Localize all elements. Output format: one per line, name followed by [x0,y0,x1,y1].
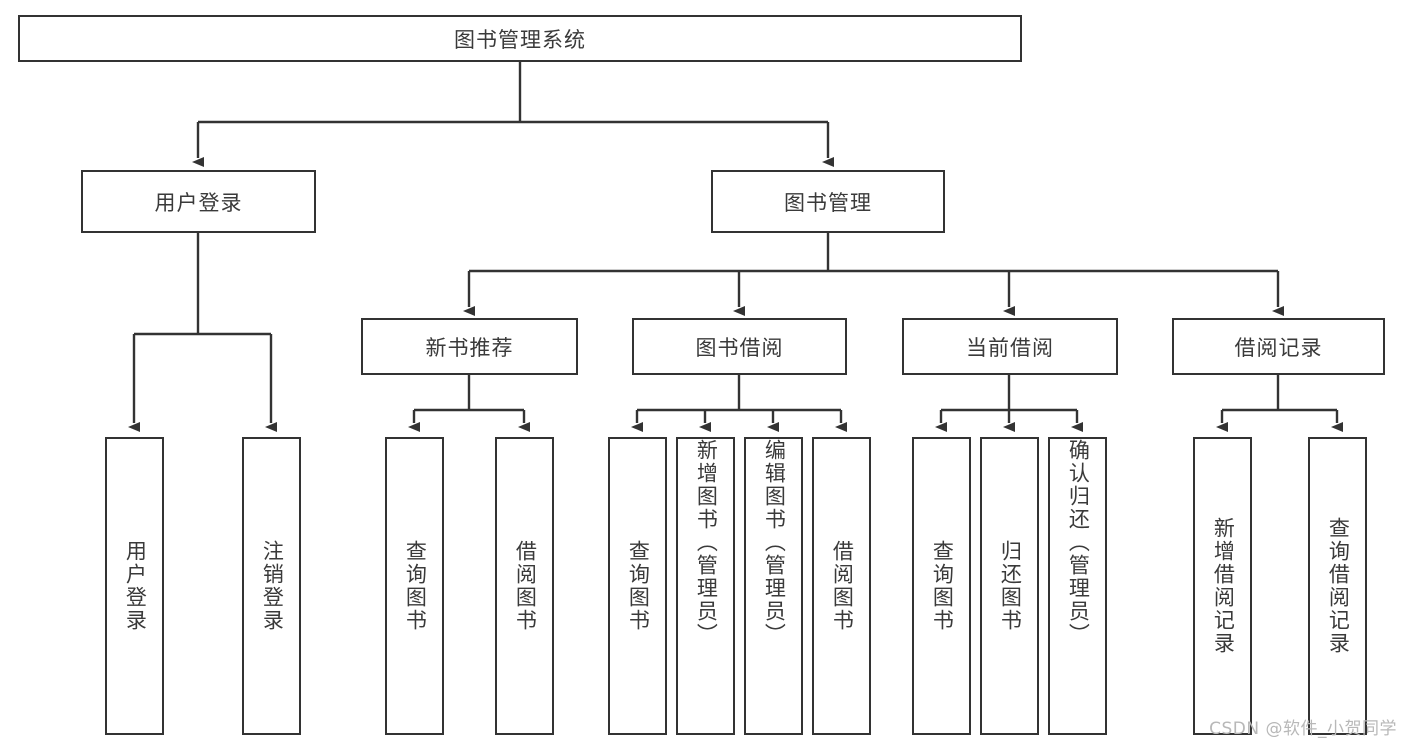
leaf-user-login-login[interactable]: 用户登录 [105,437,164,735]
leaf-label: 归还图书 [998,540,1023,632]
leaf-label: 借阅图书 [513,540,538,632]
leaf-label: 新增图书（管理员） [694,439,719,646]
leaf-label: 确认归还（管理员） [1066,439,1091,646]
leaf-current-confirm-return-admin[interactable]: 确认归还（管理员） [1048,437,1107,735]
node-current-borrow-label: 当前借阅 [966,335,1054,360]
leaf-label: 查询图书 [930,540,955,632]
leaf-borrow-edit-book-admin[interactable]: 编辑图书（管理员） [744,437,803,735]
leaf-borrow-add-book-admin[interactable]: 新增图书（管理员） [676,437,735,735]
leaf-label: 查询图书 [626,540,651,632]
leaf-recommend-query-book[interactable]: 查询图书 [385,437,444,735]
node-book-borrow[interactable]: 图书借阅 [632,318,847,375]
node-current-borrow[interactable]: 当前借阅 [902,318,1118,375]
node-borrow-records-label: 借阅记录 [1234,335,1323,360]
leaf-label: 查询借阅记录 [1326,517,1351,655]
leaf-records-query-record[interactable]: 查询借阅记录 [1308,437,1367,735]
leaf-borrow-borrow-book[interactable]: 借阅图书 [812,437,871,735]
node-new-book-recommend-label: 新书推荐 [425,335,514,360]
leaf-records-add-record[interactable]: 新增借阅记录 [1193,437,1252,735]
leaf-label: 新增借阅记录 [1211,517,1236,655]
leaf-current-return-book[interactable]: 归还图书 [980,437,1039,735]
leaf-label: 注销登录 [260,540,285,632]
node-root-label: 图书管理系统 [454,27,586,52]
node-user-login[interactable]: 用户登录 [81,170,316,233]
leaf-user-login-logout[interactable]: 注销登录 [242,437,301,735]
node-book-borrow-label: 图书借阅 [695,335,784,360]
leaf-label: 查询图书 [403,540,428,632]
leaf-label: 编辑图书（管理员） [762,439,787,646]
leaf-current-query-book[interactable]: 查询图书 [912,437,971,735]
node-user-login-label: 用户登录 [154,190,243,215]
leaf-recommend-borrow-book[interactable]: 借阅图书 [495,437,554,735]
node-root[interactable]: 图书管理系统 [18,15,1022,62]
node-book-management[interactable]: 图书管理 [711,170,945,233]
node-book-management-label: 图书管理 [784,190,872,215]
leaf-borrow-query-book[interactable]: 查询图书 [608,437,667,735]
csdn-watermark: CSDN @软件_小贺同学 [1209,719,1397,739]
leaf-label: 借阅图书 [830,540,855,632]
leaf-label: 用户登录 [123,540,148,632]
node-borrow-records[interactable]: 借阅记录 [1172,318,1385,375]
node-new-book-recommend[interactable]: 新书推荐 [361,318,578,375]
